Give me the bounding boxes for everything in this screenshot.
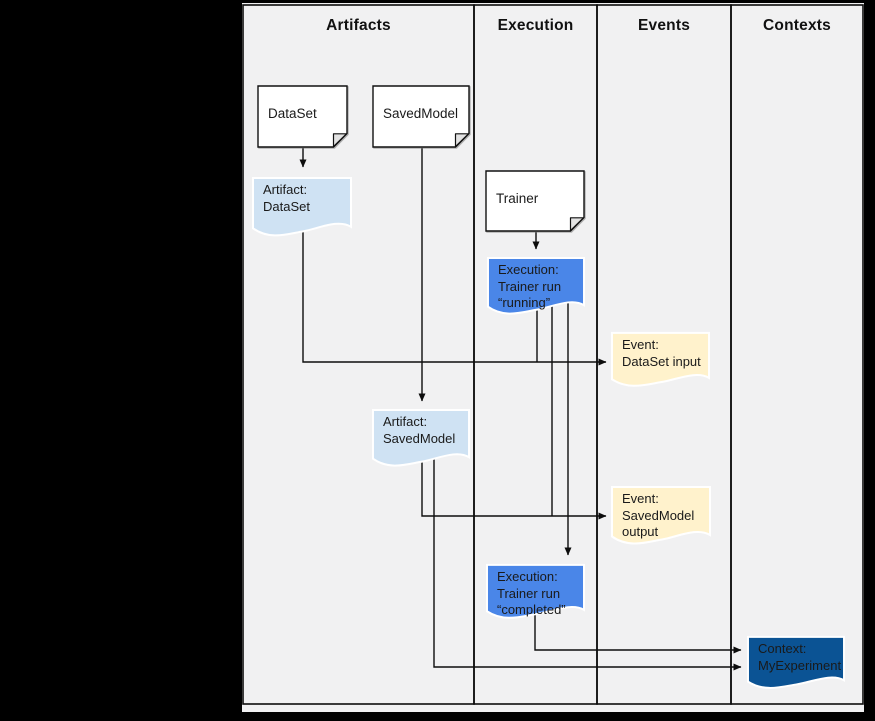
event-dataset-input-label: Event: DataSet input [622, 337, 701, 369]
trainer-type-label: Trainer [496, 190, 539, 206]
lane-header-execution: Execution [497, 17, 574, 34]
artifact-dataset-node: Artifact: DataSet [252, 177, 352, 240]
trainer-type-node: Trainer [485, 170, 585, 232]
execution-completed-node: Execution: Trainer run “completed” [486, 564, 585, 622]
lane-header-contexts: Contexts [763, 17, 831, 34]
savedmodel-type-label: SavedModel [383, 106, 459, 122]
artifact-savedmodel-label: Artifact: SavedModel [383, 414, 456, 446]
dataset-type-label: DataSet [268, 106, 317, 122]
document-shape [487, 257, 585, 318]
lane-header-events: Events [637, 17, 691, 34]
artifact-dataset-label: Artifact: DataSet [263, 182, 310, 214]
document-shape [611, 486, 711, 548]
document-shape [486, 564, 585, 622]
folded-note-shape [257, 85, 348, 148]
event-dataset-input-node: Event: DataSet input [611, 332, 710, 390]
lane-borders [242, 4, 864, 705]
lane-header-artifacts: Artifacts [326, 17, 391, 34]
context-myexperiment-label: Context: MyExperiment [758, 641, 842, 673]
event-savedmodel-output-label: Event: SavedModel output [622, 491, 695, 539]
document-shape [611, 332, 710, 390]
dataset-type-node: DataSet [257, 85, 348, 148]
arrow-artifact-savedmodel-to-context [433, 450, 742, 671]
folded-note-shape [372, 85, 470, 148]
document-shape [252, 177, 352, 240]
document-shape [747, 636, 845, 692]
execution-running-label: Execution: Trainer run “running” [498, 262, 562, 310]
savedmodel-type-node: SavedModel [372, 85, 470, 148]
folded-note-shape [485, 170, 585, 232]
document-shape [372, 409, 470, 470]
context-myexperiment-node: Context: MyExperiment [747, 636, 845, 692]
execution-completed-label: Execution: Trainer run “completed” [497, 569, 566, 617]
event-savedmodel-output-node: Event: SavedModel output [611, 486, 711, 548]
execution-running-node: Execution: Trainer run “running” [487, 257, 585, 318]
arrow-artifact-dataset-to-event-input [302, 215, 607, 366]
lane-contexts-border [730, 4, 864, 705]
artifact-savedmodel-node: Artifact: SavedModel [372, 409, 470, 470]
arrow-artifact-savedmodel-to-event-output [421, 450, 607, 520]
arrow-completed-to-context [534, 605, 742, 654]
